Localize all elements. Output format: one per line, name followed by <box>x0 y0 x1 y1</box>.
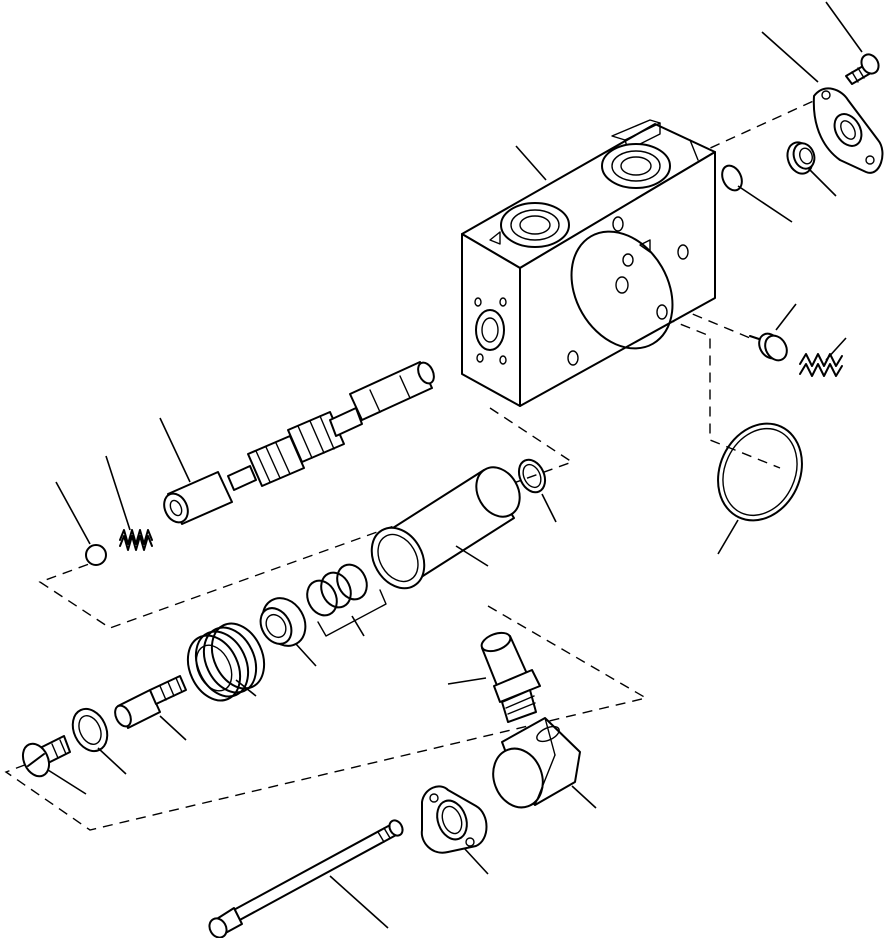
o-ring-small <box>721 164 743 192</box>
large-o-ring <box>717 422 803 522</box>
elbow-fitting <box>492 717 581 809</box>
flange-bolt <box>845 53 880 85</box>
seat-ring <box>786 141 816 175</box>
leader-lines <box>47 1 863 929</box>
spool-end-bolt <box>114 675 187 729</box>
detent-spring <box>119 529 153 551</box>
end-screw <box>21 735 71 778</box>
check-poppet <box>749 332 788 362</box>
spacer-rings <box>306 563 387 637</box>
flange-plate <box>812 87 884 174</box>
cap-o-ring <box>517 458 547 494</box>
spool <box>163 361 435 525</box>
end-washer <box>71 707 109 753</box>
elbow-flange <box>420 785 488 854</box>
sensor-plug <box>480 631 541 723</box>
spring-seat <box>259 597 307 647</box>
valve-body <box>461 119 716 407</box>
check-spring <box>799 353 843 377</box>
tie-rod <box>208 819 404 938</box>
centering-spring <box>186 622 266 702</box>
spool-cap <box>370 466 521 590</box>
detent-ball <box>85 544 107 566</box>
